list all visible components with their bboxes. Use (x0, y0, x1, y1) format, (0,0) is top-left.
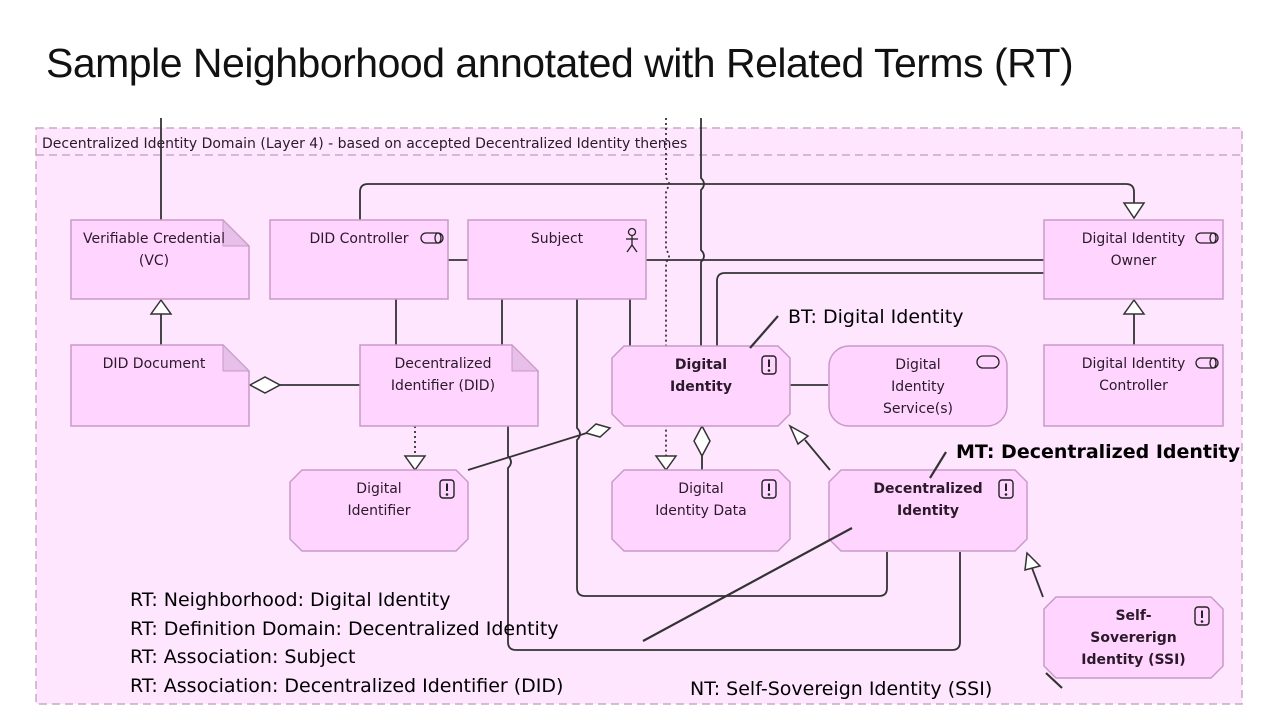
element-label: Subject (531, 231, 584, 247)
note-fold (222, 343, 251, 372)
element-shape (828, 469, 1028, 552)
role-icon (1195, 232, 1219, 244)
service-icon (976, 355, 1000, 369)
aggregation-diamond (584, 423, 612, 438)
element-label: Digital (895, 357, 940, 373)
connector-did-controller-to-owner[interactable] (359, 183, 1135, 220)
connector-did-decentralized-identity[interactable] (507, 426, 961, 651)
element-label: Identity (SSI) (1081, 652, 1185, 668)
connectors (149, 118, 1146, 651)
slide-title: Sample Neighborhood annotated with Relat… (46, 40, 1074, 86)
connector-specialization-decentralized[interactable] (804, 439, 831, 471)
element-shape (70, 344, 250, 427)
element-label: Digital Identity (1082, 231, 1186, 247)
element-label: Identity (897, 503, 959, 519)
realization-arrowhead (654, 455, 678, 472)
meaning-icon (761, 479, 777, 499)
specialization-arrowhead (1024, 551, 1042, 572)
element-shape (1043, 344, 1224, 427)
element-label: Identity (891, 379, 945, 395)
annotations: BT: Digital Identity MT: Decentralized I… (130, 306, 1241, 700)
element-label: DID Controller (309, 231, 408, 247)
element-shape (611, 469, 791, 552)
connector-owner-digital-identity[interactable] (716, 272, 1044, 346)
element-label: Verifiable Credential (83, 231, 225, 247)
meaning-icon (761, 355, 777, 375)
aggregation-diamond (693, 424, 711, 458)
note-fold (222, 218, 251, 247)
role-icon (1195, 357, 1219, 369)
element-label: Service(s) (883, 401, 953, 417)
element-did-document[interactable]: DID Document (70, 343, 251, 427)
element-shape (467, 219, 647, 300)
element-label: Identifier (347, 503, 410, 519)
element-shape (289, 469, 469, 552)
actor-icon (626, 227, 638, 253)
element-label: (VC) (139, 253, 169, 269)
element-label: Decentralized (394, 356, 491, 372)
annotation-bt: BT: Digital Identity (788, 306, 963, 328)
element-label: Identity Data (655, 503, 747, 519)
element-shape (269, 219, 449, 300)
specialization-arrowhead (1122, 202, 1146, 220)
meaning-icon (439, 479, 455, 499)
element-shape (70, 219, 250, 300)
specialization-arrowhead (1122, 298, 1146, 315)
element-label: Owner (1111, 253, 1157, 269)
annotation-pointers (642, 315, 1063, 689)
element-shape (611, 345, 791, 427)
element-shape (1043, 219, 1224, 300)
element-label: Sovererign (1090, 630, 1176, 646)
element-label: Controller (1099, 378, 1168, 394)
element-label: Identifier (DID) (391, 378, 495, 394)
annotation-rt-4: RT: Association: Decentralized Identifie… (130, 675, 563, 697)
connector-identifier-aggregation[interactable] (467, 431, 591, 471)
element-vc[interactable]: Verifiable Credential (VC) (70, 218, 251, 300)
role-icon (420, 232, 444, 244)
element-shape (828, 345, 1008, 427)
element-shape (359, 344, 539, 427)
meaning-icon (1194, 606, 1210, 626)
realization-arrowhead (403, 455, 427, 472)
annotation-mt: MT: Decentralized Identity (956, 441, 1241, 463)
element-label: Self- (1115, 608, 1151, 624)
element-label: Digital (675, 357, 727, 373)
element-did-controller[interactable]: DID Controller (269, 219, 449, 300)
annotation-rt-2: RT: Definition Domain: Decentralized Ide… (130, 618, 559, 640)
element-label: Identity (670, 379, 732, 395)
element-label: Digital (678, 481, 723, 497)
rt-pointer (642, 527, 853, 642)
element-label: Digital (356, 481, 401, 497)
annotation-nt: NT: Self-Sovereign Identity (SSI) (690, 678, 992, 700)
aggregation-diamond (248, 376, 282, 394)
element-label: Decentralized (873, 481, 982, 497)
annotation-rt-3: RT: Association: Subject (130, 646, 355, 668)
meaning-icon (998, 479, 1014, 499)
specialization-arrowhead (149, 298, 173, 315)
group-label: Decentralized Identity Domain (Layer 4) … (42, 136, 687, 152)
element-shape (1043, 596, 1224, 679)
nt-pointer (1045, 672, 1063, 689)
specialization-arrowhead (788, 424, 810, 446)
element-label: DID Document (103, 356, 206, 372)
element-subject[interactable]: Subject (467, 219, 647, 300)
element-label: Digital Identity (1082, 356, 1186, 372)
bt-pointer (749, 315, 779, 349)
note-fold (511, 343, 540, 372)
connector-ssi-specialization[interactable] (1031, 567, 1044, 598)
connector-subject-decentralized-identity[interactable] (576, 299, 888, 597)
annotation-rt-1: RT: Neighborhood: Digital Identity (130, 589, 451, 611)
mt-pointer (929, 451, 947, 479)
